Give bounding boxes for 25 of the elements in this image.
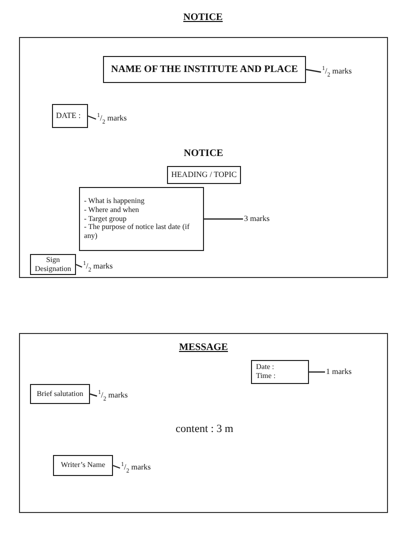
marks-label: $^{1}$/$_{2}$ marks: [98, 390, 128, 402]
content-note: content : 3 m: [176, 423, 234, 435]
content-box: [79, 187, 204, 251]
frame-heading: MESSAGE: [179, 342, 228, 353]
notice-frame: [19, 37, 388, 278]
date-box: DATE :: [52, 104, 88, 128]
institute-name-box: NAME OF THE INSTITUTE AND PLACE: [103, 56, 306, 83]
marks-label: $^{1}$/$_{2}$ marks: [97, 113, 127, 126]
heading-box: HEADING / TOPIC: [167, 166, 241, 184]
date-time-box: [251, 360, 309, 384]
leader-line: [88, 115, 96, 120]
leader-line: [306, 68, 322, 73]
marks-label: $^{1}$/$_{2}$ marks: [83, 261, 113, 274]
leader-line: [309, 371, 325, 373]
leader-line: [90, 393, 98, 397]
page-title: NOTICE: [183, 12, 223, 23]
marks-label: 1 marks: [326, 368, 352, 376]
leader-line: [112, 464, 120, 469]
marks-label: $^{1}$/$_{2}$ marks: [322, 66, 352, 78]
marks-label: 3 marks: [244, 215, 270, 223]
leader-line: [76, 264, 82, 268]
frame-heading: NOTICE: [184, 148, 224, 159]
leader-line: [204, 218, 243, 220]
marks-label: $^{1}$/$_{2}$ marks: [121, 462, 151, 474]
message-frame: [19, 333, 388, 513]
